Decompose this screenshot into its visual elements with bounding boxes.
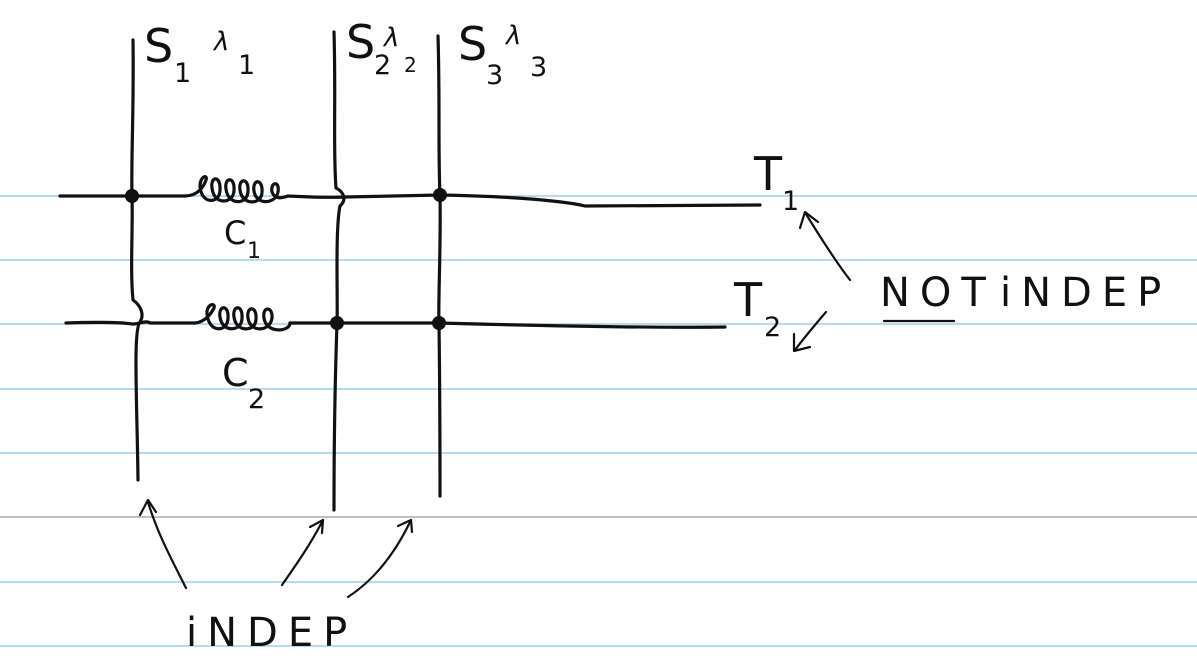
output-sub-t2: 2 (764, 312, 781, 343)
junctions (125, 188, 447, 330)
indep-arrow-s3 (346, 520, 412, 599)
not-indep-label: iNDEP (1000, 270, 1171, 316)
channel-lines (58, 193, 762, 329)
not-indep-arrow-t2 (793, 310, 828, 352)
signal-lines (130, 30, 442, 512)
channel-line-t2 (64, 320, 727, 329)
not-indep-arrow-t1 (804, 212, 852, 282)
not-label: NOT (880, 270, 996, 316)
coupler-labels: C 1 C 2 (222, 214, 265, 415)
lambda-label-s3: λ (504, 21, 521, 51)
indep-label: iNDEP (186, 610, 357, 656)
output-label-t1: T (753, 147, 783, 201)
junction-dot (433, 188, 447, 202)
coupler-c2-coil (193, 303, 292, 332)
lambda-label-s1: λ (212, 27, 229, 57)
signal-labels: S 1 λ 1 S 2 λ 2 S 3 λ 3 (144, 15, 547, 91)
indep-arrow-s3-head (396, 518, 414, 534)
coupler-c1-coil (183, 175, 290, 204)
coupler-label-c1: C (224, 214, 246, 252)
couplers (183, 175, 292, 332)
signal-sub-s1: 1 (174, 58, 191, 89)
signal-line-s1 (130, 38, 144, 482)
signal-line-s2 (332, 30, 346, 512)
indep-arrow-s2 (280, 520, 324, 587)
indep-arrow-s2-head (308, 518, 325, 535)
coupler-label-c2: C (222, 351, 249, 395)
signal-line-s3 (436, 34, 442, 498)
signal-sub-s3: 3 (486, 60, 503, 91)
signal-label-s3: S (458, 17, 487, 71)
signal-sub-s2: 2 (374, 50, 391, 81)
signal-label-s1: S (144, 19, 173, 73)
lambda-sub-s2: 2 (404, 53, 417, 77)
coupler-sub-c1: 1 (247, 239, 261, 264)
lambda-sub-s3: 3 (530, 52, 547, 83)
junction-dot (125, 189, 139, 203)
indep-arrow-s1 (146, 500, 188, 590)
channel-line-t1 (58, 193, 762, 208)
output-sub-t1: 1 (782, 186, 799, 217)
junction-dot (432, 316, 446, 330)
indep-arrow-s1-head (138, 498, 158, 517)
not-indep-arrow-t2-head (792, 332, 812, 353)
arrows (138, 210, 852, 599)
output-labels: T 1 T 2 (733, 147, 799, 343)
annotations: NOT iNDEP iNDEP (186, 270, 1171, 656)
lambda-sub-s1: 1 (238, 50, 255, 81)
lambda-label-s2: λ (382, 23, 399, 53)
not-indep-arrow-t1-head (798, 210, 820, 230)
signal-label-s2: S (346, 15, 375, 69)
junction-dot (330, 316, 344, 330)
ruled-lines (0, 195, 1197, 647)
output-label-t2: T (733, 273, 763, 327)
coupler-sub-c2: 2 (248, 384, 265, 415)
